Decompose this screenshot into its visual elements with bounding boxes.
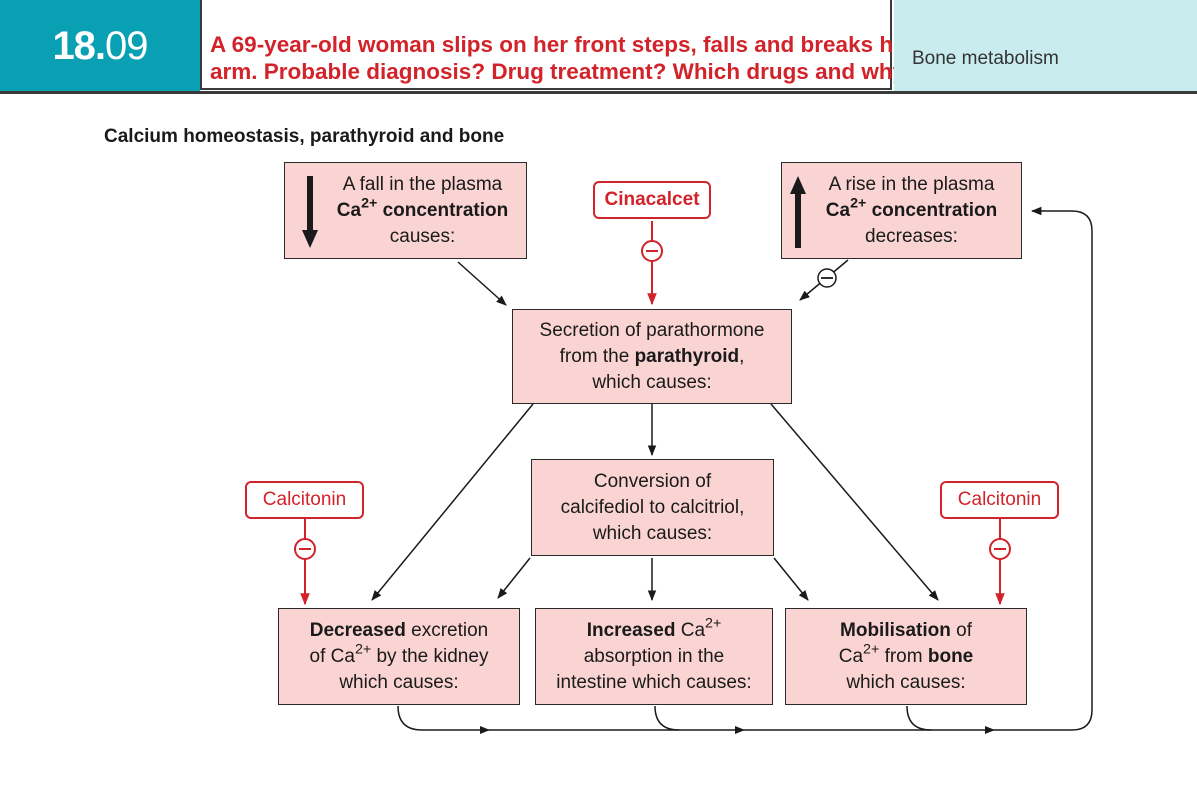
header-bar: 18.09 A 69-year-old woman slips on her f… — [0, 0, 1197, 94]
drug-calcitonin-left: Calcitonin — [245, 481, 364, 519]
topic-label: Bone metabolism — [894, 0, 1197, 92]
box-kidney-excretion: Decreased excretion of Ca2+ by the kidne… — [278, 608, 520, 705]
drug-cinacalcet: Cinacalcet — [593, 181, 711, 219]
feedback-branch-intestine — [654, 705, 680, 731]
box-intestine-absorption: Increased Ca2+ absorption in the intesti… — [535, 608, 773, 705]
drug-calcitonin-right: Calcitonin — [940, 481, 1059, 519]
box-plasma-ca-rise: A rise in the plasma Ca2+ concentration … — [781, 162, 1022, 259]
section-title: Calcium homeostasis, parathyroid and bon… — [104, 126, 505, 147]
box-calcitriol-conversion: Conversion of calcifediol to calcitriol,… — [531, 459, 774, 556]
box-bone-mobilisation: Mobilisation of Ca2+ from bone which cau… — [785, 608, 1027, 705]
feedback-loop — [397, 206, 1093, 731]
question-line-1: A 69-year-old woman slips on her front s… — [210, 32, 915, 57]
arrow-conversion-to-bone — [773, 557, 809, 601]
box-parathormone-secretion: Secretion of parathormone from the parat… — [512, 309, 792, 404]
question-text: A 69-year-old woman slips on her front s… — [200, 0, 919, 90]
arrow-secretion-to-kidney — [371, 403, 534, 601]
arrow-conversion-to-kidney — [497, 557, 531, 599]
up-arrow-icon — [790, 176, 806, 248]
box-plasma-ca-fall: A fall in the plasma Ca2+ concentration … — [284, 162, 527, 259]
chapter-number: 18.09 — [0, 0, 200, 92]
down-arrow-icon — [302, 176, 318, 248]
arrow-fall-to-secretion — [457, 261, 507, 306]
question-line-2: arm. Probable diagnosis? Drug treatment?… — [210, 59, 919, 84]
feedback-branch-bone — [906, 705, 932, 731]
arrow-secretion-to-bone — [770, 403, 939, 601]
header-divider — [0, 91, 1197, 94]
